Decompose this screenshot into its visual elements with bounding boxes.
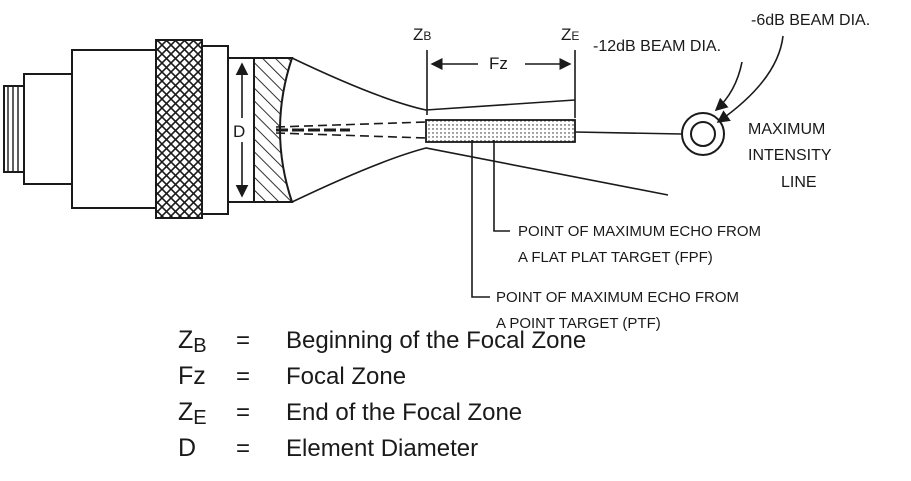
transducer: D xyxy=(3,39,294,219)
beam-6db-label: -6dB BEAM DIA. xyxy=(751,12,870,29)
max-intensity-label-1: MAXIMUM xyxy=(748,121,825,138)
ze-label: ZE xyxy=(561,25,579,44)
echo-points: POINT OF MAXIMUM ECHO FROM A FLAT PLAT T… xyxy=(471,140,761,332)
legend-equals: = xyxy=(236,327,251,354)
fz-label: Fz xyxy=(489,54,508,73)
connector-body xyxy=(23,73,73,185)
legend-symbol: ZE xyxy=(178,398,207,429)
ptf-label-1: POINT OF MAXIMUM ECHO FROM xyxy=(496,289,739,306)
legend-symbol: ZB xyxy=(178,326,207,357)
fpf-leader xyxy=(493,140,510,232)
maximum-intensity-line xyxy=(574,131,683,135)
beam-6db-top xyxy=(291,57,576,111)
beam-cross-section: -6dB BEAM DIA. -12dB BEAM DIA. MAXIMUM I… xyxy=(593,12,870,191)
legend-equals: = xyxy=(236,435,251,462)
max-intensity-label-3: LINE xyxy=(781,174,817,191)
legend-row-ze: ZE = End of the Focal Zone xyxy=(178,394,586,430)
legend-row-d: D = Element Diameter xyxy=(178,430,586,466)
legend-row-fz: Fz = Focal Zone xyxy=(178,358,586,394)
beam-6db-bottom xyxy=(291,147,669,203)
legend-description: Element Diameter xyxy=(286,435,479,462)
leader-12db xyxy=(714,61,743,112)
knurled-ring xyxy=(155,39,203,219)
legend-equals: = xyxy=(236,363,251,390)
legend-description: Focal Zone xyxy=(286,363,407,390)
transducer-housing xyxy=(71,49,157,209)
ptf-leader xyxy=(471,140,490,298)
legend-symbol: Fz xyxy=(178,362,206,390)
focal-markers: ZB ZE Fz xyxy=(413,25,579,118)
fpf-label-2: A FLAT PLAT TARGET (FPF) xyxy=(518,249,713,266)
legend: ZB = Beginning of the Focal Zone Fz = Fo… xyxy=(178,322,586,466)
beam-6db-circle xyxy=(681,112,725,156)
legend-row-zb: ZB = Beginning of the Focal Zone xyxy=(178,322,586,358)
leader-6db xyxy=(716,35,784,123)
legend-equals: = xyxy=(236,399,251,426)
ptf-label-2: A POINT TARGET (PTF) xyxy=(496,315,661,332)
max-intensity-label-2: INTENSITY xyxy=(748,147,832,164)
connector-plug xyxy=(3,85,25,173)
beam-12db-circle xyxy=(690,121,716,147)
legend-description: Beginning of the Focal Zone xyxy=(286,327,587,354)
zb-label: ZB xyxy=(413,25,431,44)
front-housing xyxy=(201,45,229,215)
legend-description: End of the Focal Zone xyxy=(286,399,523,426)
beam xyxy=(275,57,683,203)
focal-zone-region xyxy=(425,119,576,143)
legend-symbol: D xyxy=(178,434,197,462)
fpf-label-1: POINT OF MAXIMUM ECHO FROM xyxy=(518,223,761,240)
diameter-label: D xyxy=(233,122,245,141)
beam-12db-label: -12dB BEAM DIA. xyxy=(593,38,721,55)
